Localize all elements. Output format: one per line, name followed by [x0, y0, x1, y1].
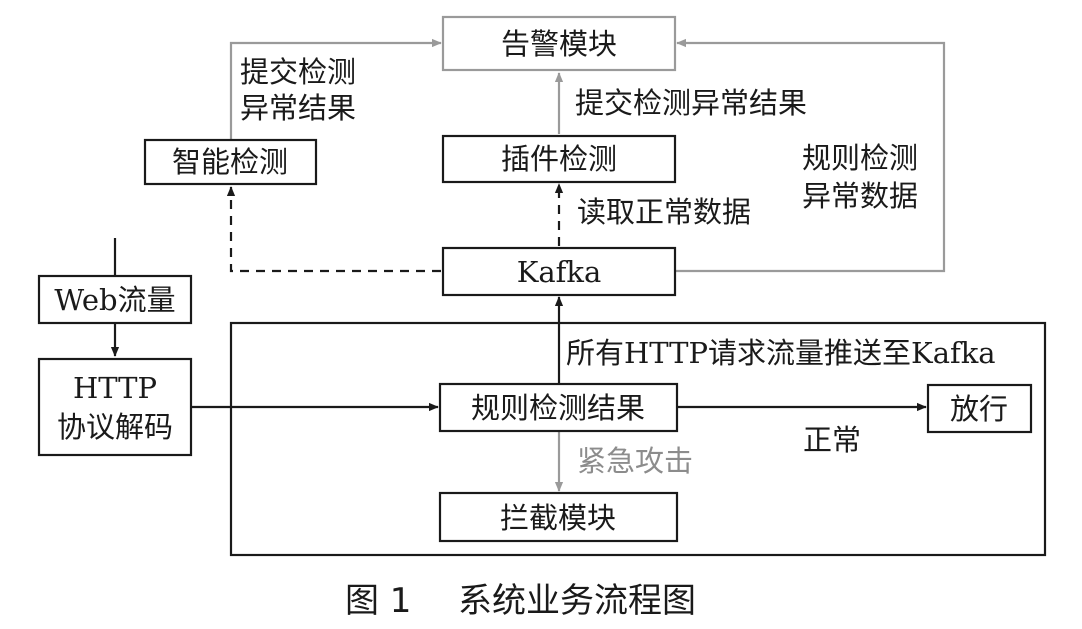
- submit-abnormal-left-line1: 提交检测: [240, 55, 356, 89]
- push-to-kafka-label: 所有HTTP请求流量推送至Kafka: [566, 336, 996, 370]
- http-decode-node: HTTP 协议解码: [37, 357, 193, 457]
- http-decode-label-line2: 协议解码: [57, 410, 173, 444]
- urgent-attack-label: 紧急攻击: [577, 444, 693, 478]
- web-traffic-label: Web流量: [54, 283, 175, 317]
- rule-result-node: 规则检测结果: [438, 382, 679, 433]
- release-node: 放行: [926, 383, 1033, 434]
- normal-label: 正常: [803, 423, 861, 457]
- arrow-smart-to-alert: [229, 38, 442, 140]
- block-module-node: 拦截模块: [438, 491, 679, 543]
- figure-title: 系统业务流程图: [458, 581, 696, 621]
- smart-detection-node: 智能检测: [143, 138, 318, 186]
- rule-engine-frame: [229, 321, 1047, 557]
- kafka-label: Kafka: [517, 255, 602, 289]
- alert-module-label: 告警模块: [501, 27, 617, 61]
- block-module-label: 拦截模块: [500, 501, 616, 535]
- alert-module-node: 告警模块: [441, 15, 677, 72]
- read-normal-data-label: 读取正常数据: [577, 195, 751, 229]
- rule-result-label: 规则检测结果: [471, 391, 645, 425]
- arrow-kafka-to-alert: [675, 38, 946, 273]
- plugin-detection-label: 插件检测: [501, 142, 617, 176]
- submit-abnormal-left-line2: 异常结果: [240, 91, 356, 125]
- release-label: 放行: [950, 392, 1008, 426]
- arrow-kafka-to-smart: [226, 186, 441, 273]
- plugin-detection-node: 插件检测: [441, 134, 677, 184]
- http-decode-label-line1: HTTP: [73, 371, 157, 405]
- figure-number: 图 1: [345, 581, 411, 621]
- smart-detection-label: 智能检测: [172, 145, 288, 179]
- rule-abnormal-line1: 规则检测: [802, 141, 918, 175]
- submit-abnormal-middle: 提交检测异常结果: [575, 86, 807, 120]
- web-traffic-node: Web流量: [37, 274, 193, 325]
- kafka-node: Kafka: [441, 246, 677, 297]
- rule-abnormal-line2: 异常数据: [802, 179, 918, 213]
